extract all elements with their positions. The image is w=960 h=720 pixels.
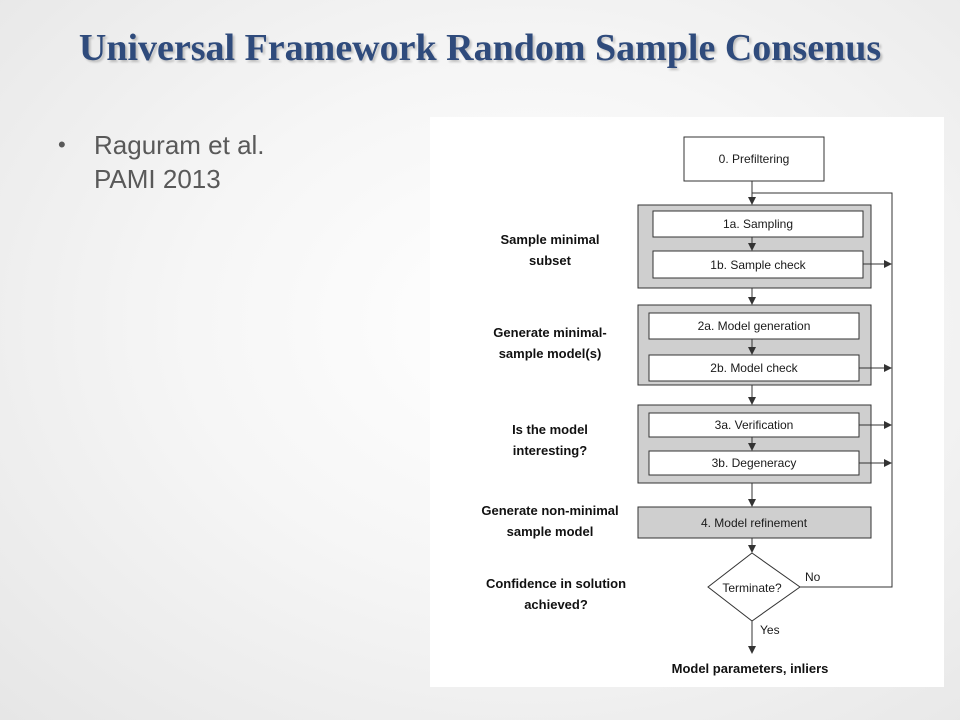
stage1-label-line1: Sample minimal <box>501 232 600 247</box>
stage3-label-line2: interesting? <box>513 443 587 458</box>
stage5-label-line1: Confidence in solution <box>486 576 626 591</box>
no-label: No <box>805 570 821 584</box>
terminate-label: Terminate? <box>722 581 782 595</box>
sampling-box <box>652 210 864 238</box>
stage3-label-line1: Is the model <box>512 422 588 437</box>
model-refinement-box <box>637 506 872 539</box>
degeneracy-box <box>648 450 860 476</box>
stage1-label-line2: subset <box>529 253 572 268</box>
model-generation-box <box>648 312 860 340</box>
output-label: Model parameters, inliers <box>672 661 829 676</box>
verification-box <box>648 412 860 438</box>
sampling-label: 1a. Sampling <box>723 217 793 231</box>
stage2-label-line2: sample model(s) <box>499 346 602 361</box>
bullet-line-1: Raguram et al. <box>94 130 265 160</box>
model-generation-label: 2a. Model generation <box>698 319 811 333</box>
bullet-line-2: PAMI 2013 <box>94 164 221 194</box>
ransac-flowchart: 0. Prefiltering 1a. Sampling 1b. Sample … <box>430 117 944 687</box>
sample-check-box <box>652 250 864 279</box>
bullet-list: • Raguram et al. PAMI 2013 <box>58 128 265 196</box>
yes-label: Yes <box>760 623 780 637</box>
prefiltering-label: 0. Prefiltering <box>719 152 790 166</box>
slide-title: Universal Framework Random Sample Consen… <box>78 27 882 69</box>
stage4-label-line2: sample model <box>507 524 594 539</box>
degeneracy-label: 3b. Degeneracy <box>712 456 797 470</box>
model-refinement-label: 4. Model refinement <box>701 516 808 530</box>
sample-check-label: 1b. Sample check <box>710 258 806 272</box>
stage2-label-line1: Generate minimal- <box>493 325 606 340</box>
stage4-label-line1: Generate non-minimal <box>481 503 618 518</box>
bullet-dot-icon: • <box>58 132 66 157</box>
prefiltering-box <box>683 136 825 182</box>
verification-label: 3a. Verification <box>715 418 794 432</box>
bullet-item: • Raguram et al. PAMI 2013 <box>58 128 265 196</box>
stage5-label-line2: achieved? <box>524 597 588 612</box>
edge-terminate-no-loop <box>760 192 893 588</box>
model-check-label: 2b. Model check <box>710 361 798 375</box>
